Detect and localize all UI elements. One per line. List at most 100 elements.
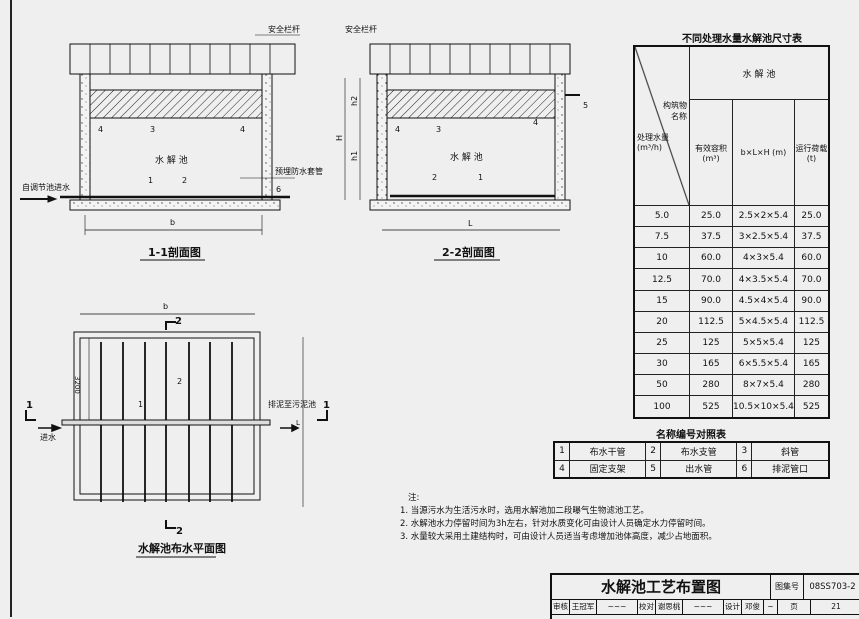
dim-L: L <box>468 219 473 228</box>
callout: 6 <box>276 185 281 194</box>
plan-title: 水解池布水平面图 <box>138 541 226 555</box>
component-number: 5 <box>645 459 662 479</box>
dims-table-cell: 60.0 <box>793 247 830 270</box>
callout: 4 <box>98 125 103 134</box>
tank-label: 水 解 池 <box>155 154 188 166</box>
drawing-canvas: 安全栏杆 水 解 池 自调节池进水 预埋防水套管 b 1 2 3 4 4 6 1… <box>20 24 588 558</box>
section-mark: 1 <box>26 400 33 411</box>
atlas-label: 图集号 <box>771 575 804 600</box>
dims-table-cell: 4×3×5.4 <box>732 247 795 270</box>
atlas-number: 08SS703-2 <box>804 575 859 600</box>
title-block: 水解池工艺布置图 图集号 08SS703-2 审核 王冠军 ~~~ 校对 谢思桃… <box>550 573 859 619</box>
review-label: 审核 <box>552 600 570 614</box>
note-item: 2. 水解池水力停留时间为3h左右，针对水质变化可由设计人员确定水力停留时间。 <box>400 519 711 529</box>
component-name: 出水管 <box>660 459 738 479</box>
dims-table-cell: 280 <box>689 374 733 397</box>
dims-table-cell: 90.0 <box>689 289 733 312</box>
callout: 3 <box>150 125 155 134</box>
col-size: b×L×H (m) <box>732 99 795 207</box>
dims-table-cell: 30 <box>633 353 690 376</box>
note-item: 1. 当源污水为生活污水时，选用水解池加二段曝气生物滤池工艺。 <box>400 506 649 516</box>
dim-L: L <box>296 419 300 427</box>
component-number: 1 <box>553 441 570 461</box>
drawing-title: 水解池工艺布置图 <box>552 575 771 600</box>
component-number: 2 <box>645 441 662 461</box>
checker-signature: ~~~ <box>683 600 724 614</box>
dims-table-cell: 100 <box>633 395 690 419</box>
dims-table-cell: 280 <box>793 374 830 397</box>
dims-table-cell: 20 <box>633 310 690 333</box>
sludge-label: 排泥至污泥池 <box>268 399 316 409</box>
dims-table-cell: 10 <box>633 247 690 270</box>
designer-name: 邓俊 <box>742 600 764 614</box>
dims-table-cell: 10.5×10×5.4 <box>732 395 795 419</box>
dims-table-cell: 37.5 <box>793 226 830 249</box>
railing-label: 安全栏杆 <box>268 24 300 34</box>
dim-b: b <box>170 218 175 227</box>
notes-heading: 注: <box>408 493 420 503</box>
dim-b: b <box>163 302 168 311</box>
dims-table-cell: 125 <box>689 331 733 355</box>
dims-table-title: 不同处理水量水解池尺寸表 <box>682 34 802 45</box>
section-mark: 2 <box>176 526 183 537</box>
dims-table-cell: 25.0 <box>793 205 830 228</box>
dims-table-cell: 25 <box>633 331 690 355</box>
component-name: 布水干管 <box>568 441 647 461</box>
dims-table-cell: 8×7×5.4 <box>732 374 795 397</box>
check-label: 校对 <box>638 600 656 614</box>
dims-table: 构筑物名称 处理水量(m³/h) 水 解 池 有效容积(m³) b×L×H (m… <box>633 45 830 419</box>
plan-view: b 3200 L 进水 排泥至污泥池 1 1 2 2 1 2 水解池布水平面图 <box>25 302 330 558</box>
component-number: 3 <box>736 441 753 461</box>
drawing-frame <box>10 0 859 617</box>
section-1-1: 安全栏杆 水 解 池 自调节池进水 预埋防水套管 b 1 2 3 4 4 6 1… <box>20 24 323 261</box>
dims-table-cell: 12.5 <box>633 268 690 291</box>
dims-table-cell: 25.0 <box>689 205 733 228</box>
notes: 注: 1. 当源污水为生活污水时，选用水解池加二段曝气生物滤池工艺。 2. 水解… <box>400 492 717 544</box>
section-title: 2-2剖面图 <box>442 245 495 259</box>
callout: 4 <box>395 125 400 134</box>
component-name: 斜管 <box>751 441 830 461</box>
component-name: 排泥管口 <box>751 459 830 479</box>
component-name: 布水支管 <box>660 441 738 461</box>
callout: 4 <box>533 118 538 127</box>
callout: 1 <box>138 400 143 409</box>
corner-header: 构筑物名称 处理水量(m³/h) <box>633 45 690 207</box>
col-volume: 有效容积(m³) <box>689 99 733 207</box>
sleeve-label: 预埋防水套管 <box>275 166 323 176</box>
inlet-label: 自调节池进水 <box>22 182 70 192</box>
dims-table-cell: 5×4.5×5.4 <box>732 310 795 333</box>
dims-table-cell: 165 <box>689 353 733 376</box>
dims-table-cell: 165 <box>793 353 830 376</box>
dims-table-cell: 5.0 <box>633 205 690 228</box>
dims-table-cell: 112.5 <box>793 310 830 333</box>
dims-table-cell: 70.0 <box>793 268 830 291</box>
callout: 2 <box>177 377 182 386</box>
page-number: 21 <box>831 602 841 611</box>
dims-table-cell: 5×5×5.4 <box>732 331 795 355</box>
callout: 4 <box>240 125 245 134</box>
dims-table-cell: 7.5 <box>633 226 690 249</box>
dims-table-cell: 112.5 <box>689 310 733 333</box>
dims-table-cell: 3×2.5×5.4 <box>732 226 795 249</box>
designer-signature: ~ <box>764 600 778 614</box>
dims-table-cell: 4.5×4×5.4 <box>732 289 795 312</box>
page-label: 页 <box>778 600 811 614</box>
dim-3200: 3200 <box>73 376 81 394</box>
note-item: 3. 水量较大采用土建结构时，可由设计人员适当考虑增加池体高度，减少占地面积。 <box>400 532 717 542</box>
inlet-label: 进水 <box>40 432 56 442</box>
design-label: 设计 <box>724 600 742 614</box>
callout: 2 <box>182 176 187 185</box>
dim-h2: h2 <box>350 96 359 106</box>
section-2-2: 安全栏杆 水 解 池 h2 h1 H L 1 2 3 4 4 5 2-2剖面图 <box>335 24 588 261</box>
reviewer-signature: ~~~ <box>597 600 638 614</box>
callout: 5 <box>583 101 588 110</box>
dims-table-cell: 90.0 <box>793 289 830 312</box>
